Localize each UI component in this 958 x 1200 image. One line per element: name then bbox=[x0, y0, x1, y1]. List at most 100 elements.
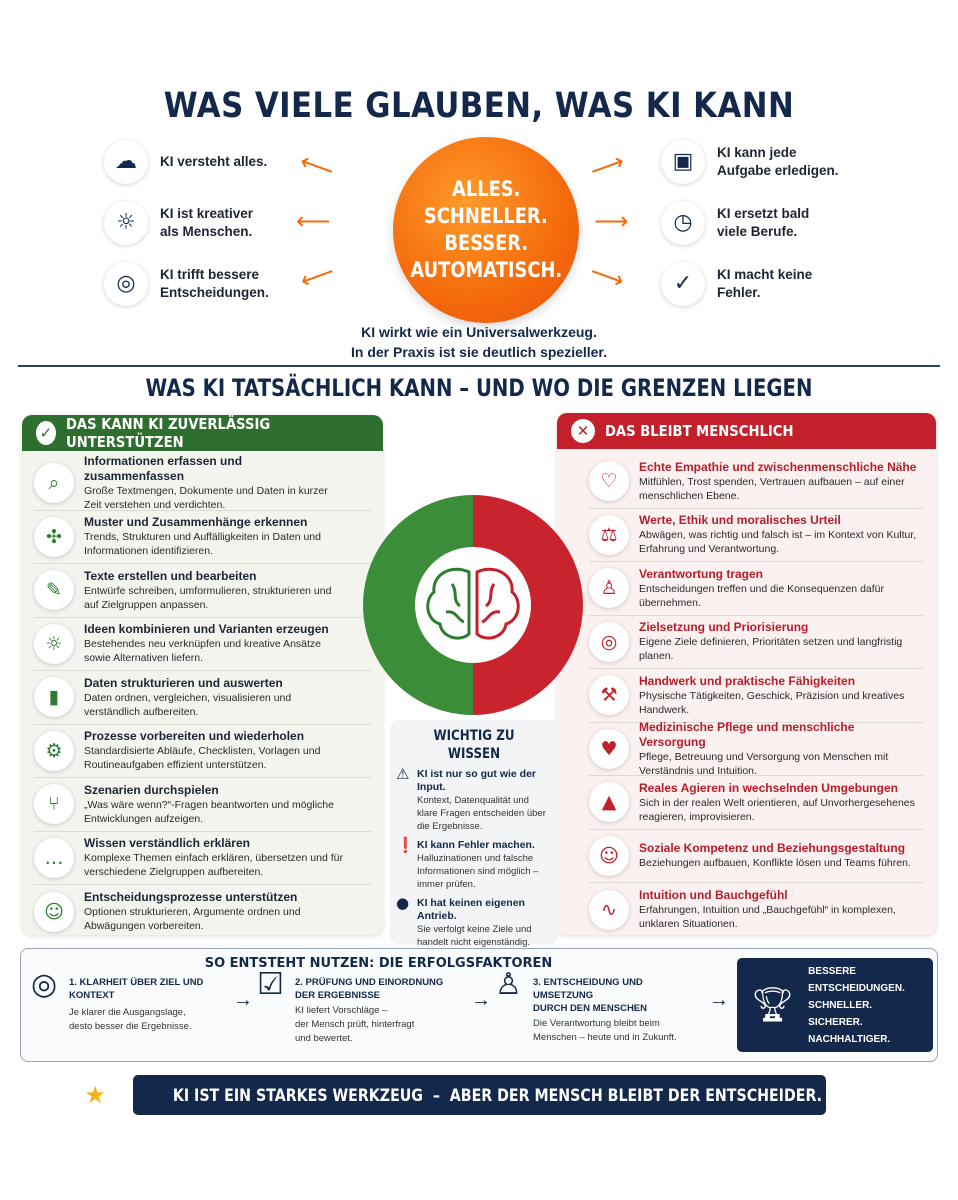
list-item: ☺Soziale Kompetenz und Beziehungsgestalt… bbox=[589, 830, 924, 883]
item-desc: Entscheidungen treffen und die Konsequen… bbox=[639, 582, 884, 609]
step-title: 3. ENTSCHEIDUNG UND UMSETZUNG bbox=[533, 977, 643, 1001]
step-2: ☑ 2. PRÜFUNG UND EINORDNUNG DER ERGEBNIS… bbox=[257, 970, 463, 1046]
item-desc: Optionen strukturieren, Argumente ordnen… bbox=[84, 906, 301, 933]
list-item: ⑂Szenarien durchspielen„Was wäre wenn?“-… bbox=[34, 778, 371, 832]
myth-line: KI trifft bessere bbox=[160, 267, 260, 282]
result-line: NACHHALTIGER. bbox=[808, 1033, 891, 1045]
caring-hands-icon: ♥ bbox=[589, 728, 629, 769]
main-title: WAS VIELE GLAUBEN, WAS KI KANN bbox=[163, 86, 795, 126]
important-box: WICHTIG ZU WISSEN ⚠KI ist nur so gut wie… bbox=[390, 720, 558, 948]
can-panel-header: ✓ DAS KANN KI ZUVERLÄSSIG UNTERSTÜTZEN bbox=[22, 415, 383, 451]
target-icon: ◎ bbox=[31, 967, 58, 1002]
arrow-left-icon: ⟵ bbox=[296, 207, 331, 235]
item-title: Werte, Ethik und moralisches Urteil bbox=[639, 513, 841, 528]
item-title: Medizinische Pflege und menschliche Vers… bbox=[639, 719, 855, 749]
item-title: Handwerk und praktische Fähigkeiten bbox=[639, 673, 856, 688]
person-badge-icon: ♙ bbox=[589, 568, 629, 609]
list-item: ♥ Medizinische Pflege und menschliche Ver… bbox=[589, 719, 924, 777]
subtitle-line: In der Praxis ist sie deutlich spezielle… bbox=[351, 344, 607, 360]
item-title: Prozesse vorbereiten und wiederholen bbox=[84, 729, 305, 744]
result-line: SICHERER. bbox=[808, 1016, 863, 1028]
step-title: DER ERGEBNISSE bbox=[295, 990, 380, 1001]
bubble-line: AUTOMATISCH. bbox=[410, 258, 562, 282]
item-desc: Große Textmengen, Dokumente und Daten in… bbox=[84, 485, 328, 512]
landscape-icon: ▲ bbox=[589, 782, 629, 823]
important-item-desc: Kontext, Datenqualität und klare Fragen … bbox=[417, 795, 546, 832]
list-item: ♡Echte Empathie und zwischenmenschliche … bbox=[589, 455, 924, 509]
important-item-title: KI ist nur so gut wie der Input. bbox=[417, 768, 537, 793]
item-title: Entscheidungsprozesse unterstützen bbox=[84, 890, 298, 905]
step-desc: desto besser die Ergebnisse. bbox=[69, 1021, 192, 1032]
brain-split-graphic bbox=[363, 495, 583, 715]
search-icon: ⌕ bbox=[34, 463, 74, 504]
arrow-right-icon: ⟶ bbox=[586, 146, 629, 186]
item-desc: Komplexe Themen einfach erklären, überse… bbox=[84, 852, 343, 879]
lightbulb-icon: ☼ bbox=[34, 623, 74, 664]
result-line: SCHNELLER. bbox=[808, 999, 873, 1011]
human-panel-title: DAS BLEIBT MENSCHLICH bbox=[605, 422, 794, 440]
item-text: Informationen erfassen und zusammenfasse… bbox=[84, 454, 344, 512]
lightbulb-icon: ☼ bbox=[104, 201, 148, 245]
banner-text: KI IST EIN STARKES WERKZEUG – ABER DER M… bbox=[172, 1085, 822, 1105]
gear-icon: ⚙ bbox=[34, 730, 74, 771]
group-icon: ☺ bbox=[34, 891, 74, 932]
important-item-title: KI hat keinen eigenen Antrieb. bbox=[417, 897, 525, 922]
subtitle-line: KI wirkt wie ein Universalwerkzeug. bbox=[361, 324, 597, 340]
item-desc: Mitfühlen, Trost spenden, Vertrauen aufb… bbox=[639, 475, 905, 502]
scales-icon: ⚖ bbox=[589, 514, 629, 555]
item-text: Ideen kombinieren und Varianten erzeugen… bbox=[84, 622, 344, 665]
item-desc: Bestehendes neu verknüpfen und kreative … bbox=[84, 638, 321, 665]
item-text: Echte Empathie und zwischenmenschliche N… bbox=[639, 460, 924, 503]
clock-icon: ◷ bbox=[661, 201, 705, 245]
can-panel-title: DAS KANN KI ZUVERLÄSSIG UNTERSTÜTZEN bbox=[65, 415, 271, 451]
arrow-right-icon: ⟶ bbox=[594, 207, 629, 235]
item-desc: Beziehungen aufbauen, Konflikte lösen un… bbox=[639, 857, 911, 870]
myth-line: Fehler. bbox=[717, 285, 761, 300]
step-desc: KI liefert Vorschläge – bbox=[295, 1005, 388, 1016]
step-title: DURCH DEN MENSCHEN bbox=[533, 1003, 648, 1014]
item-desc: Trends, Strukturen und Auffälligkeiten i… bbox=[84, 531, 321, 558]
bar-chart-icon: ▮ bbox=[34, 677, 74, 718]
step-title: 1. KLARHEIT ÜBER ZIEL UND KONTEXT bbox=[69, 977, 204, 1001]
item-title: Muster und Zusammenhänge erkennen bbox=[84, 515, 308, 530]
myth-line: KI kann jede bbox=[717, 145, 797, 160]
heart-icon: ♡ bbox=[589, 461, 629, 502]
item-title: Texte erstellen und bearbeiten bbox=[84, 568, 257, 583]
item-desc: Entwürfe schreiben, umformulieren, struk… bbox=[84, 584, 332, 611]
result-line: BESSERE ENTSCHEIDUNGEN. bbox=[808, 965, 905, 994]
item-title: Zielsetzung und Priorisierung bbox=[639, 620, 809, 635]
human-panel: ✕ DAS BLEIBT MENSCHLICH ♡Echte Empathie … bbox=[557, 413, 936, 935]
result-box: 🏆︎ BESSERE ENTSCHEIDUNGEN. SCHNELLER. SI… bbox=[737, 958, 933, 1052]
important-item: ⚠KI ist nur so gut wie der Input.Kontext… bbox=[396, 767, 552, 833]
item-text: Szenarien durchspielen„Was wäre wenn?“-F… bbox=[84, 783, 344, 826]
tools-icon: ⚒ bbox=[589, 675, 629, 716]
myth-line: KI ist kreativer bbox=[160, 206, 254, 221]
exclamation-icon: ❗ bbox=[396, 836, 415, 854]
step-desc: Die Verantwortung bleibt beim bbox=[533, 1018, 660, 1029]
item-title: Intuition und Bauchgefühl bbox=[639, 888, 788, 903]
network-icon: ✣ bbox=[34, 516, 74, 557]
myth-text: KI versteht alles. bbox=[160, 153, 267, 171]
item-desc: Physische Tätigkeiten, Geschick, Präzisi… bbox=[639, 689, 905, 716]
trophy-icon: 🏆︎ bbox=[751, 985, 795, 1025]
item-desc: Abwägen, was richtig und falsch ist – im… bbox=[639, 529, 917, 556]
